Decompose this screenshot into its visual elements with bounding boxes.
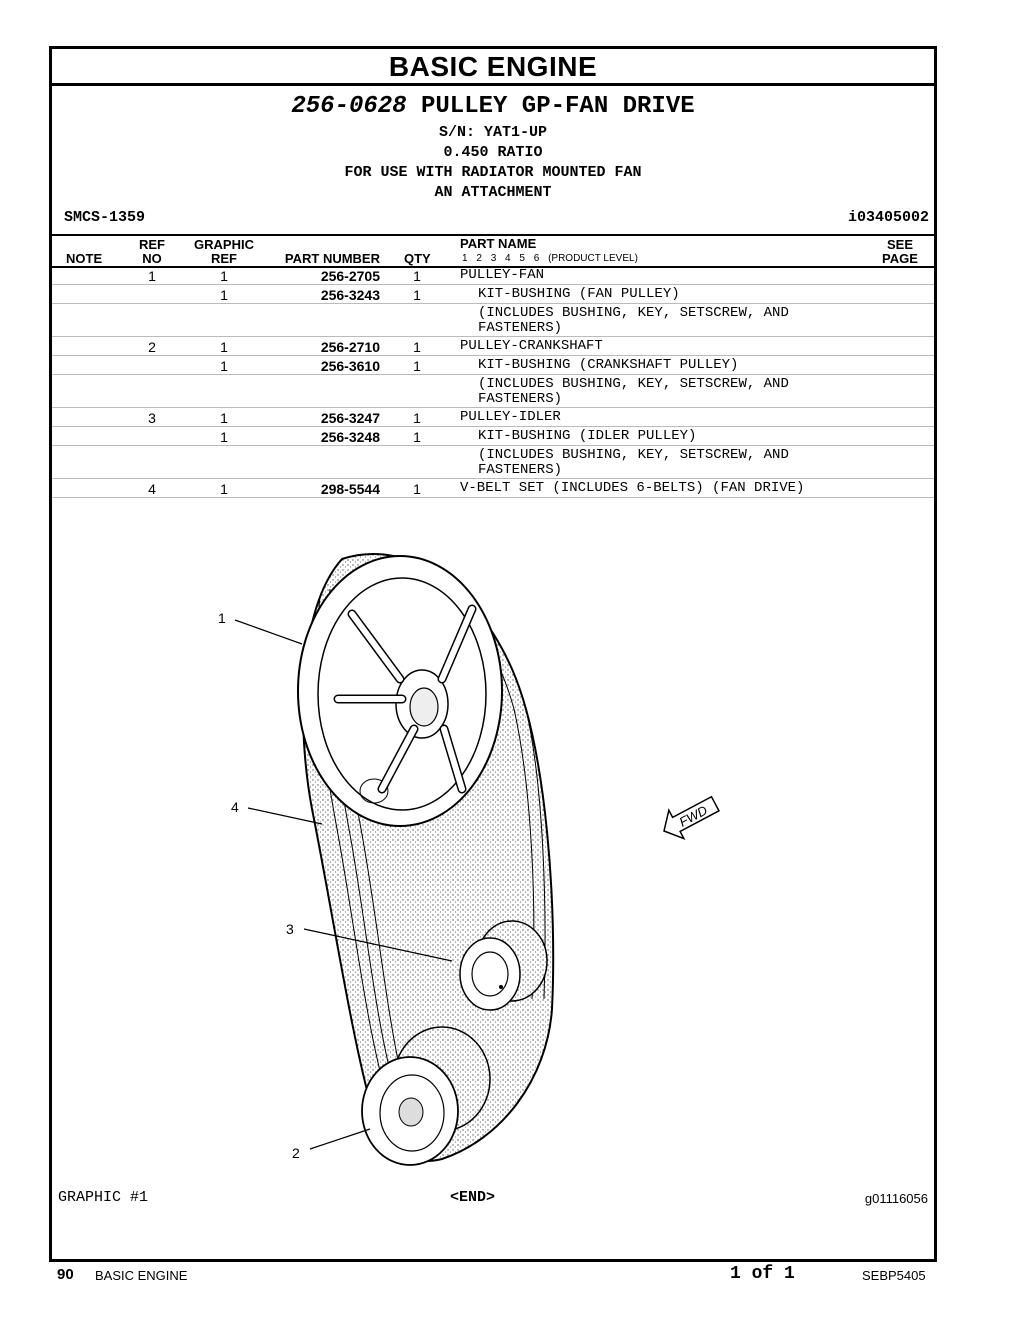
end-marker: <END> [450,1189,496,1206]
header-graphic-bottom: REF [211,251,237,266]
header-see-bottom: PAGE [882,251,918,266]
callout-4: 4 [231,799,239,815]
header-see-top: SEE [886,237,913,252]
table-row: (INCLUDES BUSHING, KEY, SETSCREW, AND FA… [52,375,934,408]
group-attachment: AN ATTACHMENT [434,184,552,201]
graphic-id: g01116056 [864,1191,928,1206]
header-ref-bottom: NO [142,251,162,266]
table-row: (INCLUDES BUSHING, KEY, SETSCREW, AND FA… [52,446,934,479]
idler-pulley [459,920,548,1011]
callout-1: 1 [218,610,226,626]
group-serial: S/N: YAT1-UP [438,124,548,141]
section-title: BASIC ENGINE [52,49,934,86]
group-usage: FOR USE WITH RADIATOR MOUNTED FAN [344,164,642,181]
parts-page-frame: BASIC ENGINE 256-0628 PULLEY GP-FAN DRIV… [49,46,937,1262]
group-number: 256-0628 [291,93,407,120]
header-graphic-top: GRAPHIC [194,237,254,252]
crankshaft-pulley [361,1026,491,1166]
smcs-code: SMCS-1359 [64,209,146,226]
group-title: 256-0628 PULLEY GP-FAN DRIVE [52,93,934,120]
callout-2: 2 [292,1145,300,1161]
header-levels: 1 2 3 4 5 6 (PRODUCT LEVEL) [462,253,638,264]
callout-leaders [234,619,453,1150]
graphic-label: GRAPHIC #1 [58,1189,149,1206]
parts-table-header: NOTE REF NO GRAPHIC REF PART NUMBER QTY … [52,234,934,268]
footer-section: BASIC ENGINE [95,1268,188,1283]
fan-pulley [297,555,503,827]
callout-3: 3 [286,921,294,937]
header-qty: QTY [404,251,431,266]
footer-page-of: 1 of 1 [730,1264,795,1284]
group-ratio: 0.450 RATIO [443,144,543,161]
header-note: NOTE [66,251,103,266]
footer-page-number: 90 [57,1266,74,1283]
footer-doc-id: SEBP5405 [862,1268,926,1283]
header-part-number: PART NUMBER [284,251,380,266]
pulley-drive-illustration: 1 4 3 2 FWD [218,553,720,1166]
fwd-arrow-icon: FWD [663,795,720,840]
illustration-id: i03405002 [847,209,929,226]
fwd-label: FWD [677,802,710,829]
table-row: (INCLUDES BUSHING, KEY, SETSCREW, AND FA… [52,304,934,337]
header-part-name: PART NAME [460,236,537,251]
header-ref-top: REF [139,237,165,252]
group-name: PULLEY GP-FAN DRIVE [420,93,695,120]
